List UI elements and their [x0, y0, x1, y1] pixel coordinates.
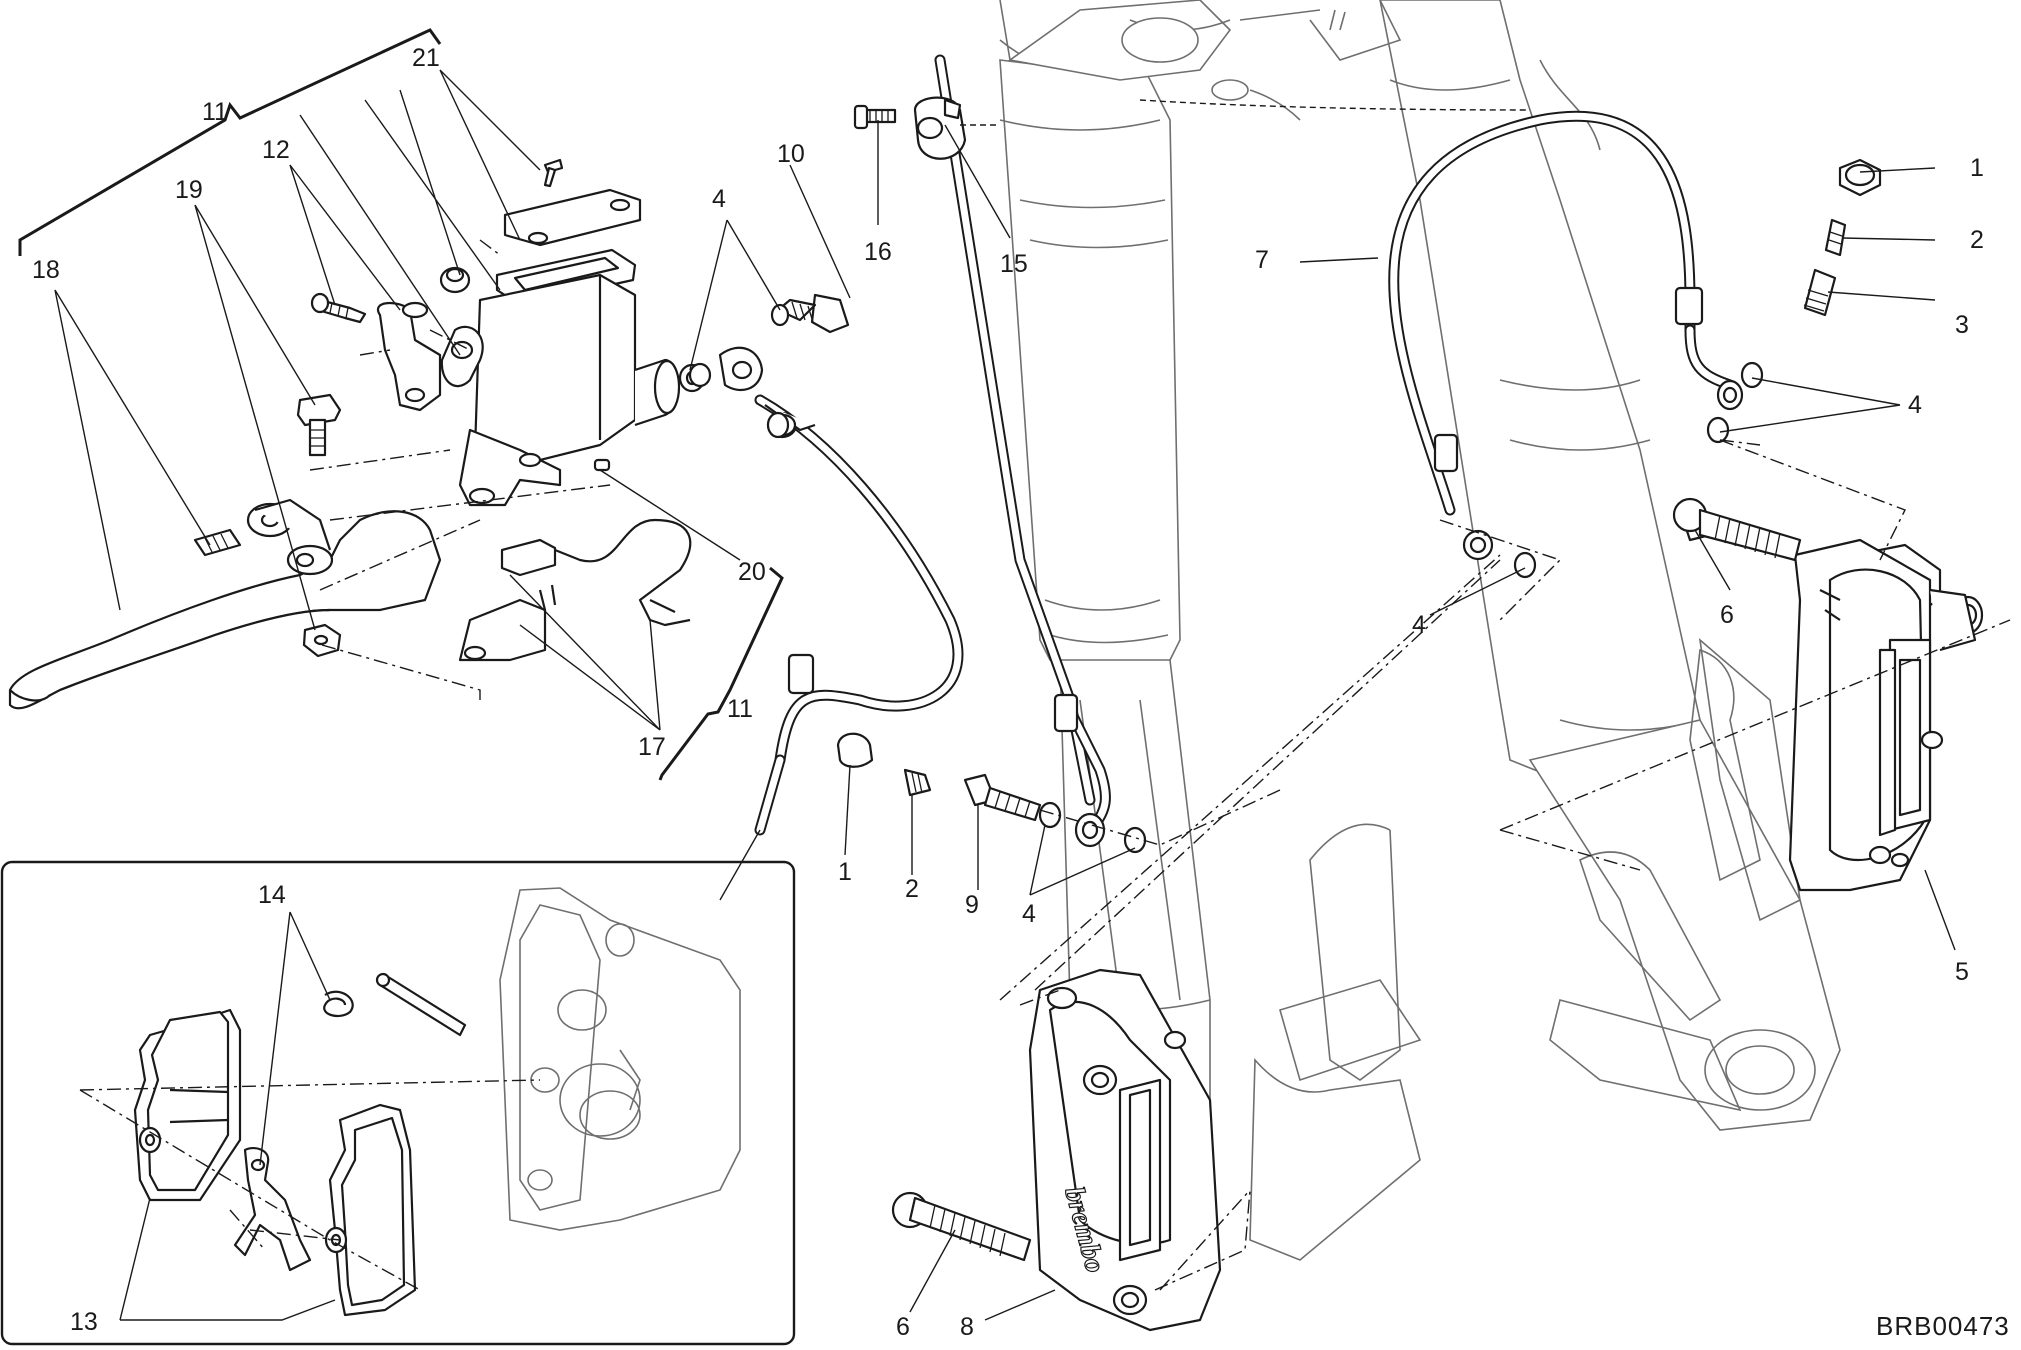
callout-11-upper: 11 — [202, 98, 228, 126]
callout-18: 18 — [32, 256, 60, 284]
brake-lever — [8, 498, 442, 710]
callout-5: 5 — [1955, 958, 1969, 986]
callout-4-upper-middle: 4 — [712, 185, 726, 213]
callout-1-lower: 1 — [838, 858, 852, 886]
callout-17: 17 — [638, 733, 666, 761]
callout-14: 14 — [258, 881, 286, 909]
callout-2-upper: 2 — [1970, 226, 1984, 254]
callout-3: 3 — [1955, 311, 1969, 339]
callout-6-lower: 6 — [896, 1313, 910, 1341]
callout-8: 8 — [960, 1313, 974, 1341]
callout-10: 10 — [777, 140, 805, 168]
callout-20: 20 — [738, 558, 766, 586]
callout-labels: 1 2 3 4 6 4 5 7 10 4 16 15 11 21 12 19 1… — [32, 44, 1984, 1341]
callout-4-mid-right: 4 — [1412, 611, 1426, 639]
callout-16: 16 — [864, 238, 892, 266]
inset-frame — [0, 860, 796, 1346]
callout-13: 13 — [70, 1308, 98, 1336]
callout-1-upper: 1 — [1970, 154, 1984, 182]
bleeder-upper — [1439, 158, 1906, 621]
callout-2-lower: 2 — [905, 875, 919, 903]
right-caliper — [1788, 538, 1984, 892]
caliper-bolt-lower — [891, 1191, 1032, 1262]
callout-6-upper: 6 — [1720, 601, 1734, 629]
brake-hoses — [719, 54, 1736, 901]
callout-4-upper-right: 4 — [1908, 391, 1922, 419]
callout-15: 15 — [1000, 250, 1028, 278]
callout-9: 9 — [965, 891, 979, 919]
callout-19: 19 — [175, 176, 203, 204]
banjo-connection-upper — [678, 293, 850, 439]
caliper-bolt-upper — [1672, 497, 1802, 562]
left-caliper: brembo — [1028, 968, 1222, 1332]
callout-4-lower: 4 — [1022, 900, 1036, 928]
assembly-centerlines — [309, 239, 2011, 1291]
drawing-code: BRB00473 — [1876, 1311, 2010, 1341]
callout-21: 21 — [412, 44, 440, 72]
callout-11-lower: 11 — [727, 695, 753, 723]
callout-7: 7 — [1255, 246, 1269, 274]
assembly-brackets — [18, 28, 784, 781]
callout-12: 12 — [262, 136, 290, 164]
hose-clamp-assembly — [853, 96, 1000, 160]
brake-pad-inset — [0, 860, 796, 1346]
brake-light-switch — [458, 518, 692, 662]
bleeder-lower — [836, 732, 1281, 854]
leader-lines — [54, 69, 1956, 1321]
